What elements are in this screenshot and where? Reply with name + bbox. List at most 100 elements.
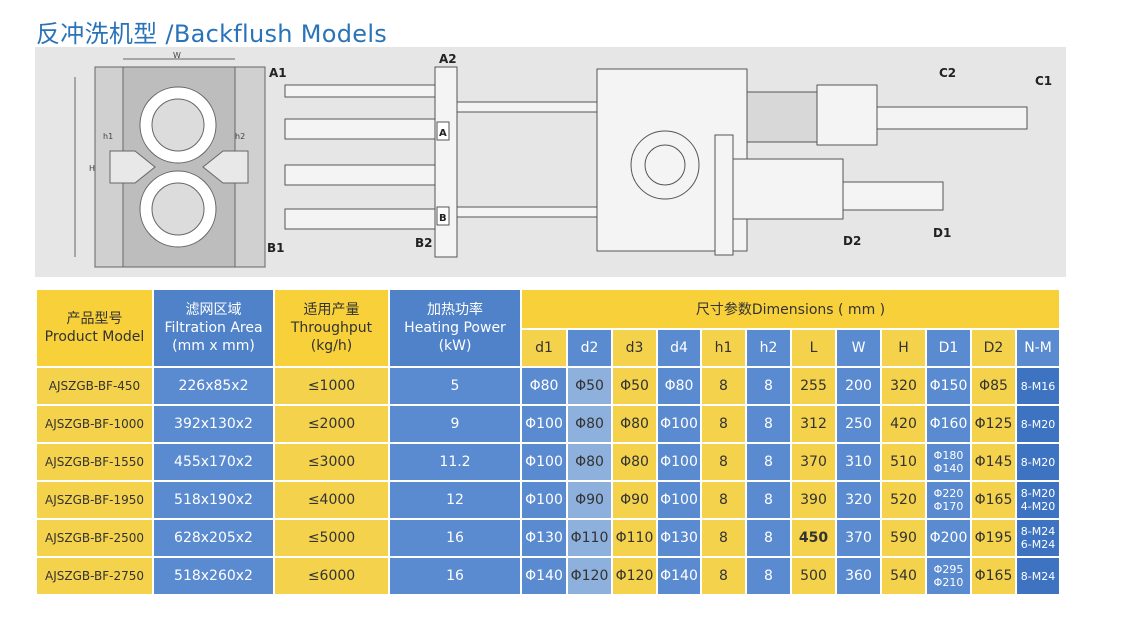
cell-h2: 8	[747, 406, 790, 442]
header-filtration-en: Filtration Area	[164, 320, 263, 336]
cell-L: 500	[792, 558, 835, 594]
header-product-model-en: Product Model	[44, 329, 145, 345]
upper-cylinder-a-body	[284, 118, 436, 140]
cell-model: AJSZGB-BF-450	[37, 368, 152, 404]
table-row: AJSZGB-BF-1950 518x190x2 ≤4000 12 Φ100 Φ…	[37, 482, 1059, 518]
cell-h1: 8	[702, 482, 745, 518]
cell-D1-line: Φ150	[929, 378, 968, 394]
cell-d3: Φ80	[613, 406, 656, 442]
dim-header-D1: D1	[927, 330, 970, 366]
label-C2: C2	[939, 66, 956, 80]
label-H: H	[89, 164, 95, 173]
cell-power: 9	[390, 406, 520, 442]
header-filtration-cn: 滤网区域	[185, 302, 242, 318]
side-view	[284, 66, 1028, 258]
cell-d4: Φ100	[658, 444, 700, 480]
dimension-subheader-row: d1 d2 d3 d4 h1 h2 L W H D1 D2 N-M	[37, 330, 1059, 366]
label-D1: D1	[933, 226, 951, 240]
cell-W: 320	[837, 482, 880, 518]
cell-model: AJSZGB-BF-2750	[37, 558, 152, 594]
cell-W: 360	[837, 558, 880, 594]
header-throughput-en: Throughput	[290, 320, 373, 336]
cell-H: 520	[882, 482, 925, 518]
cell-L: 390	[792, 482, 835, 518]
cell-d2: Φ80	[568, 406, 611, 442]
table-row: AJSZGB-BF-2750 518x260x2 ≤6000 16 Φ140 Φ…	[37, 558, 1059, 594]
dim-header-D2: D2	[972, 330, 1015, 366]
cell-D1-line: Φ210	[933, 576, 964, 589]
label-W: W	[173, 51, 181, 60]
outlet-port	[202, 150, 249, 184]
technical-drawing: W H h1 h2 A1 A2 B1	[35, 47, 1066, 277]
cell-NM: 8-M20	[1017, 406, 1059, 442]
header-dimensions: 尺寸参数Dimensions ( mm )	[522, 290, 1059, 328]
header-product-model: 产品型号 Product Model	[37, 290, 152, 366]
cell-model: AJSZGB-BF-2500	[37, 520, 152, 556]
label-B1: B1	[267, 241, 285, 255]
cell-NM-line: 4-M20	[1020, 500, 1056, 513]
cell-h1: 8	[702, 558, 745, 594]
header-heating-en: Heating Power	[404, 320, 506, 336]
cell-area: 226x85x2	[154, 368, 273, 404]
cylinder-c2	[816, 84, 878, 146]
dim-header-NM: N-M	[1017, 330, 1059, 366]
cell-throughput: ≤6000	[275, 558, 388, 594]
cell-W: 200	[837, 368, 880, 404]
cell-h2: 8	[747, 444, 790, 480]
rod-lower	[456, 206, 598, 218]
cell-d4: Φ80	[658, 368, 700, 404]
cell-model: AJSZGB-BF-1550	[37, 444, 152, 480]
cell-NM: 8-M16	[1017, 368, 1059, 404]
cell-h2: 8	[747, 482, 790, 518]
cross-section-view	[74, 58, 266, 268]
cell-throughput: ≤1000	[275, 368, 388, 404]
cell-D2: Φ85	[972, 368, 1015, 404]
cell-throughput: ≤5000	[275, 520, 388, 556]
cell-area: 392x130x2	[154, 406, 273, 442]
cell-d1: Φ80	[522, 368, 566, 404]
cell-d2: Φ120	[568, 558, 611, 594]
inlet-port	[109, 150, 156, 184]
table-row: AJSZGB-BF-2500 628x205x2 ≤5000 16 Φ130 Φ…	[37, 520, 1059, 556]
lower-cylinder-b-body	[284, 208, 436, 230]
cell-area: 628x205x2	[154, 520, 273, 556]
cell-D1-line: Φ180	[933, 449, 964, 462]
table-row: AJSZGB-BF-1550 455x170x2 ≤3000 11.2 Φ100…	[37, 444, 1059, 480]
cell-W: 370	[837, 520, 880, 556]
cell-throughput: ≤2000	[275, 406, 388, 442]
cell-d3: Φ120	[613, 558, 656, 594]
label-h1: h1	[103, 132, 113, 141]
cell-NM-line: 8-M24	[1020, 569, 1056, 583]
cell-H: 510	[882, 444, 925, 480]
cylinder-c1	[876, 106, 1028, 130]
cell-D2: Φ145	[972, 444, 1015, 480]
label-A2: A2	[439, 52, 457, 66]
header-heating-cn: 加热功率	[427, 302, 483, 318]
backflush-drawing-svg: W H h1 h2 A1 A2 B1	[74, 51, 1052, 268]
cell-L: 312	[792, 406, 835, 442]
dim-header-W: W	[837, 330, 880, 366]
cell-power: 11.2	[390, 444, 520, 480]
cell-d3: Φ110	[613, 520, 656, 556]
cylinder-d1	[842, 181, 944, 211]
header-heating-power: 加热功率 Heating Power (kW)	[390, 290, 520, 366]
cell-NM-line: 8-M20	[1020, 455, 1056, 469]
cell-d2: Φ80	[568, 444, 611, 480]
cell-d4: Φ130	[658, 520, 700, 556]
cell-NM: 8-M20	[1017, 444, 1059, 480]
dim-header-d3: d3	[613, 330, 656, 366]
page-title: 反冲洗机型 /Backflush Models	[36, 20, 388, 48]
cell-d1: Φ100	[522, 406, 566, 442]
cell-d1: Φ140	[522, 558, 566, 594]
label-D2: D2	[843, 234, 861, 248]
cylinder-d2	[732, 158, 844, 220]
cell-d3: Φ50	[613, 368, 656, 404]
dim-header-d2: d2	[568, 330, 611, 366]
cell-D2: Φ195	[972, 520, 1015, 556]
header-filtration-unit: (mm x mm)	[172, 338, 255, 354]
